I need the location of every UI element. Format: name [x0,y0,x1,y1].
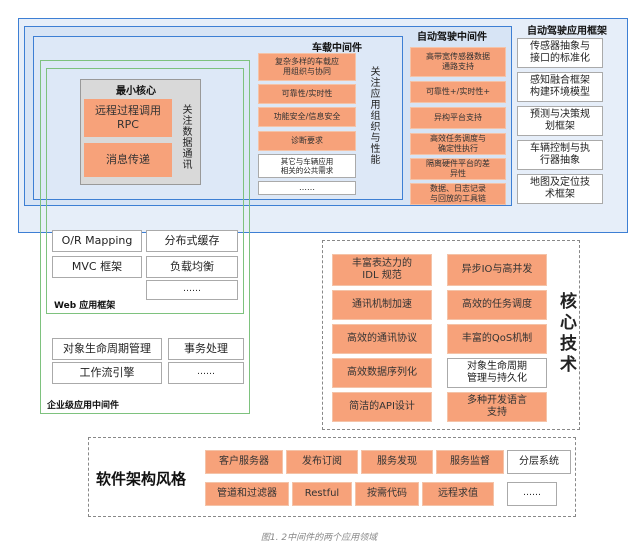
message-passing-box: 消息传递 [84,143,172,177]
min-core-side-label: 关注数据通讯 [180,104,191,170]
rpc-box: 远程过程调用 RPC [84,99,172,137]
core-item-9: 多种开发语言 支持 [447,392,547,422]
arch-style-frame [88,437,576,517]
min-core-title: 最小核心 [116,86,156,97]
arch-item-restful: Restful [292,482,352,506]
web-item-mvc: MVC 框架 [52,256,142,278]
core-tech-title: 核心技术 [556,292,576,376]
app-item-2: 预测与决策规 划框架 [517,106,603,136]
vehicle-item-4: 其它与车辆应用 相关的公共需求 [258,154,356,178]
vehicle-item-1: 可靠性/实时性 [258,84,356,104]
web-framework-frame [46,68,244,314]
vehicle-item-3: 诊断要求 [258,131,356,151]
enterprise-item-transaction: 事务处理 [168,338,244,360]
core-item-2: 通讯机制加速 [332,290,432,320]
autodrive-item-5: 数据、日志记录 与回放的工具链 [410,183,506,205]
vehicle-item-5: …… [258,181,356,195]
enterprise-mw-title: 企业级应用中间件 [47,401,120,411]
autodrive-item-2: 异构平台支持 [410,107,506,129]
web-item-more: …… [146,280,238,300]
arch-item-code-on-demand: 按需代码 [355,482,419,506]
arch-item-client-server: 客户服务器 [205,450,283,474]
web-item-load-balance: 负载均衡 [146,256,238,278]
enterprise-item-more: …… [168,362,244,384]
autodrive-item-4: 隔离硬件平台的差 异性 [410,158,506,180]
app-item-0: 传感器抽象与 接口的标准化 [517,38,603,68]
core-item-6: 高效数据序列化 [332,358,432,388]
arch-item-layered: 分层系统 [507,450,571,474]
core-item-7: 对象生命周期 管理与持久化 [447,358,547,388]
app-item-3: 车辆控制与执 行器抽象 [517,140,603,170]
core-item-3: 高效的任务调度 [447,290,547,320]
autodrive-item-1: 可靠性+/实时性+ [410,81,506,103]
vehicle-item-2: 功能安全/信息安全 [258,107,356,127]
core-item-1: 异步IO与高并发 [447,254,547,286]
core-item-4: 高效的通讯协议 [332,324,432,354]
arch-item-more: …… [507,482,557,506]
arch-item-service-supervision: 服务监督 [436,450,504,474]
enterprise-item-workflow: 工作流引擎 [52,362,162,384]
arch-item-pipe-filter: 管道和过滤器 [205,482,289,506]
web-item-distributed-cache: 分布式缓存 [146,230,238,252]
app-item-4: 地图及定位技 术框架 [517,174,603,204]
arch-item-remote-eval: 远程求值 [422,482,494,506]
app-item-1: 感知融合框架 构建环境模型 [517,72,603,102]
enterprise-mw-frame [40,60,250,414]
vehicle-item-0: 复杂多样的车载应 用组织与协同 [258,53,356,81]
autodrive-mw-title: 自动驾驶中间件 [417,32,487,43]
core-item-0: 丰富表达力的 IDL 规范 [332,254,432,286]
core-item-8: 简洁的API设计 [332,392,432,422]
core-tech-frame [322,240,580,430]
arch-style-title: 软件架构风格 [96,470,187,488]
vehicle-mw-side-label: 关注应用组织与性能 [368,66,379,165]
enterprise-item-lifecycle: 对象生命周期管理 [52,338,162,360]
arch-item-service-discovery: 服务发现 [361,450,433,474]
vehicle-mw-title: 车载中间件 [312,43,362,54]
figure-caption: 图1. 2中间件的两个应用领域 [260,533,378,543]
autodrive-item-0: 高带宽传感器数据 通路支持 [410,47,506,77]
core-item-5: 丰富的QoS机制 [447,324,547,354]
autodrive-item-3: 高效任务调度与 确定性执行 [410,133,506,155]
app-framework-title: 自动驾驶应用框架 [527,26,607,37]
web-framework-title: Web 应用框架 [54,301,116,311]
arch-item-pub-sub: 发布订阅 [286,450,358,474]
web-item-or-mapping: O/R Mapping [52,230,142,252]
